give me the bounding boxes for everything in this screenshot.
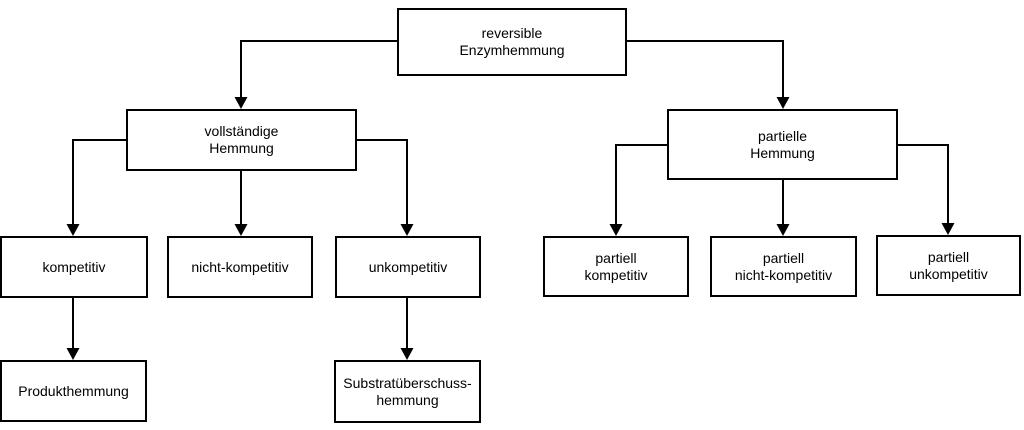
node-partiell-unkompetitiv: partiell unkompetitiv: [876, 235, 1021, 296]
edge-unkompetitiv-substratueberschusshemmung: [400, 298, 414, 360]
node-label: Produkthemmung: [18, 382, 129, 399]
edge-line: [615, 144, 667, 224]
node-label: nicht-kompetitiv: [191, 258, 289, 275]
arrowhead: [66, 348, 80, 360]
arrowhead: [400, 348, 414, 360]
node-partielle-hemmung: partielle Hemmung: [667, 109, 898, 180]
node-label: partiell nicht-kompetitiv: [734, 249, 833, 283]
node-label: Substratüberschuss- hemmung: [343, 374, 472, 408]
node-label: unkompetitiv: [368, 258, 448, 275]
edge-partielle-partiell-unkompetitiv: [898, 144, 955, 235]
edge-vollstaendige-nicht-kompetitiv: [234, 171, 248, 236]
node-vollstaendige-hemmung: vollständige Hemmung: [126, 109, 357, 171]
arrowhead: [776, 224, 790, 236]
arrowhead: [234, 224, 248, 236]
node-kompetitiv: kompetitiv: [0, 236, 148, 298]
node-substratueberschusshemmung: Substratüberschuss- hemmung: [334, 360, 481, 423]
edge-line: [357, 139, 408, 224]
node-nicht-kompetitiv: nicht-kompetitiv: [167, 236, 313, 298]
arrowhead: [234, 97, 248, 109]
edge-root-partielle: [627, 40, 790, 109]
edge-partielle-partiell-kompetitiv: [609, 144, 667, 236]
node-label: partielle Hemmung: [750, 127, 815, 161]
node-label: vollständige Hemmung: [204, 123, 279, 156]
edge-vollstaendige-kompetitiv: [66, 139, 126, 236]
arrowhead: [776, 97, 790, 109]
edge-line: [240, 40, 397, 97]
arrowhead: [609, 224, 623, 236]
node-unkompetitiv: unkompetitiv: [335, 236, 481, 298]
node-partiell-kompetitiv: partiell kompetitiv: [543, 236, 689, 297]
node-produkthemmung: Produkthemmung: [0, 360, 147, 422]
edge-kompetitiv-produkthemmung: [66, 298, 80, 360]
edge-line: [72, 139, 126, 224]
arrowhead: [941, 223, 955, 235]
node-label: kompetitiv: [42, 258, 106, 275]
node-reversible-enzymhemmung: reversible Enzymhemmung: [397, 8, 627, 76]
node-label: partiell unkompetitiv: [909, 248, 988, 282]
edge-line: [898, 144, 949, 223]
node-label: reversible Enzymhemmung: [459, 25, 565, 58]
edge-partielle-partiell-nicht-kompetitiv: [776, 180, 790, 236]
node-label: partiell kompetitiv: [584, 249, 648, 283]
edge-line: [627, 40, 784, 97]
node-partiell-nicht-kompetitiv: partiell nicht-kompetitiv: [710, 236, 857, 297]
edge-vollstaendige-unkompetitiv: [357, 139, 414, 236]
arrowhead: [66, 224, 80, 236]
arrowhead: [400, 224, 414, 236]
edge-root-vollstaendige: [234, 40, 397, 109]
